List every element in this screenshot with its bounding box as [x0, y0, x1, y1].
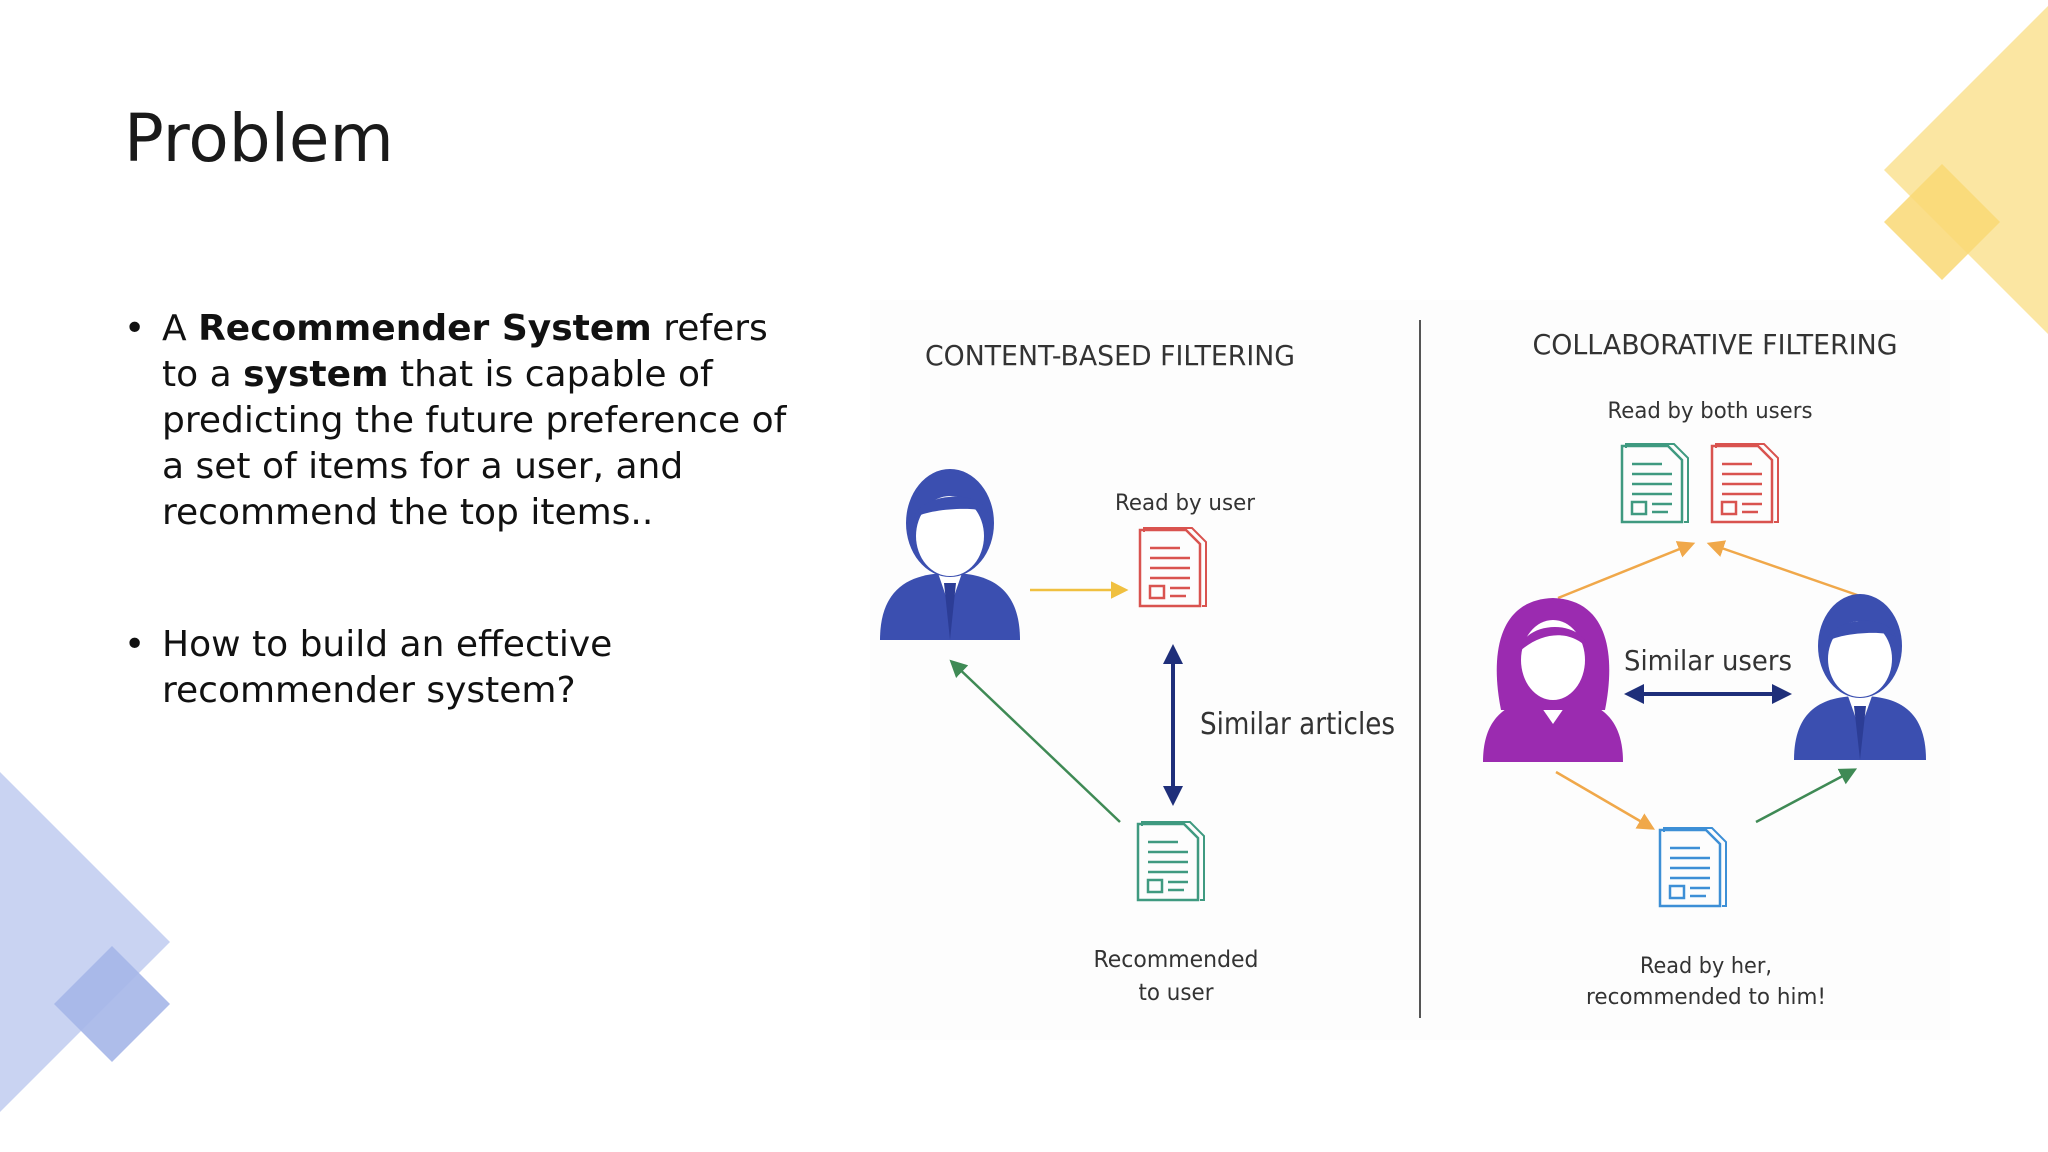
document-red-icon: [1710, 442, 1780, 524]
slide-title: Problem: [124, 100, 394, 177]
content-based-heading: CONTENT-BASED FILTERING: [925, 339, 1295, 372]
document-blue-icon: [1658, 826, 1728, 908]
recommender-diagram: CONTENT-BASED FILTERING Read by user Sim…: [870, 300, 1950, 1040]
bold-term: system: [243, 354, 389, 395]
female-user-icon: [1483, 598, 1623, 762]
document-red-icon: [1138, 526, 1208, 608]
read-by-her-label-line2: recommended to him!: [1586, 985, 1826, 1010]
bullet-text: How to build an effective recommender sy…: [162, 624, 613, 711]
decor-diamond-yellow-small: [1884, 164, 2000, 280]
bullet-text: that is capable of predicting the future…: [162, 354, 787, 533]
read-by-both-label: Read by both users: [1608, 399, 1813, 424]
arrow-recommended-to-user: [949, 659, 1121, 823]
bullet-text: refers to a: [162, 308, 768, 395]
collaborative-heading: COLLABORATIVE FILTERING: [1533, 328, 1898, 361]
bullet-text: A: [162, 308, 199, 349]
arrow-her-to-blue-doc: [1555, 770, 1656, 830]
document-green-icon: [1136, 820, 1206, 902]
read-by-user-label: Read by user: [1115, 491, 1256, 516]
decor-diamond-blue-large: [0, 772, 170, 1112]
decor-diamond-yellow-large: [1884, 6, 2048, 334]
similar-users-label: Similar users: [1624, 644, 1792, 677]
male-user-icon: [1794, 594, 1926, 760]
decor-diamond-blue-small: [54, 946, 170, 1062]
arrow-blue-doc-to-him: [1755, 768, 1858, 824]
bullet-list: A Recommender System refers to a system …: [124, 306, 804, 714]
document-green-icon: [1620, 442, 1690, 524]
recommended-label-line2: to user: [1139, 980, 1214, 1006]
read-by-her-label-line1: Read by her,: [1640, 954, 1772, 979]
arrow-her-to-docs: [1557, 541, 1696, 600]
arrow-him-to-docs: [1706, 540, 1861, 598]
bullet-question: How to build an effective recommender sy…: [124, 622, 804, 714]
bold-term: Recommender System: [198, 308, 652, 349]
similar-articles-label: Similar articles: [1200, 707, 1395, 742]
bullet-recommender-definition: A Recommender System refers to a system …: [124, 306, 804, 536]
recommended-label-line1: Recommended: [1094, 947, 1259, 973]
male-user-icon: [880, 469, 1020, 640]
